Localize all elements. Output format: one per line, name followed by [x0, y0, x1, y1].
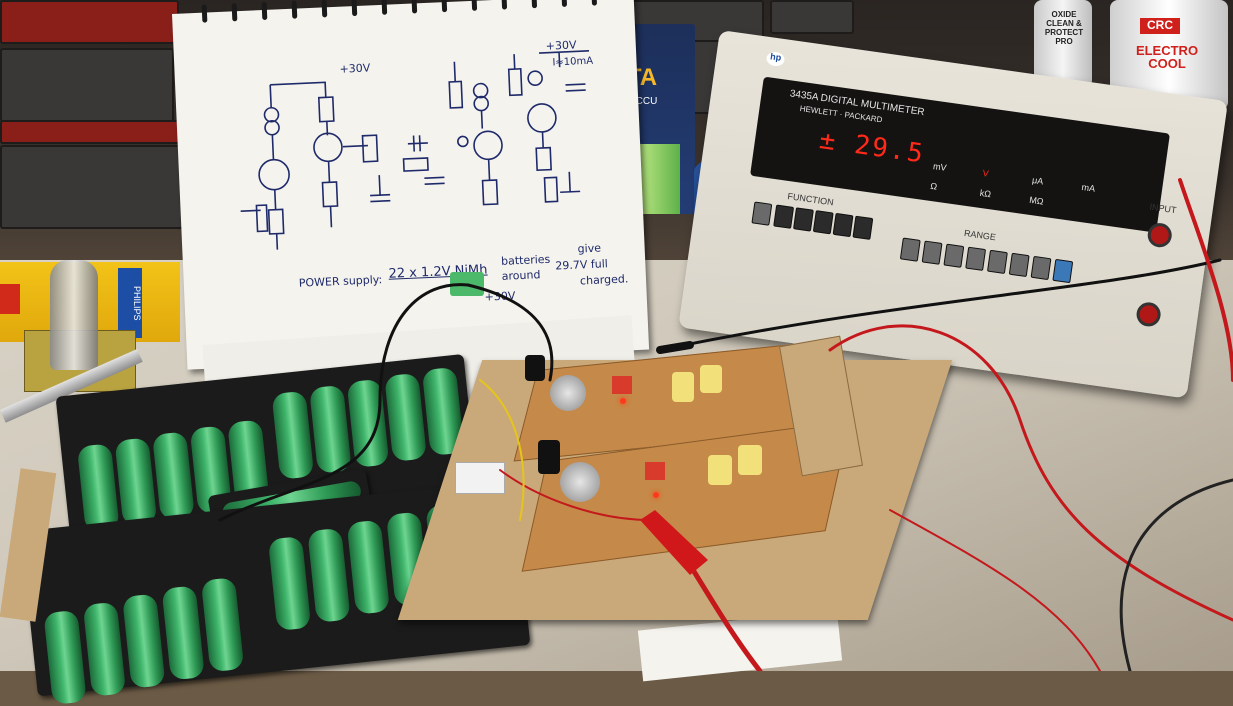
- led-indicator: [620, 398, 626, 404]
- box-red-stripe: [0, 284, 20, 314]
- wiring: [218, 178, 1233, 671]
- electrolytic-capacitor: [700, 365, 722, 393]
- drawer: [0, 120, 184, 144]
- drawer: [0, 145, 184, 229]
- philips-logo: PHILIPS: [118, 268, 142, 338]
- film-capacitor: [612, 376, 632, 394]
- to3-transistor: [550, 375, 586, 411]
- crc-label: ELECTRO COOL: [1135, 43, 1199, 71]
- led-indicator: [653, 492, 659, 498]
- can-label: OXIDE CLEAN & PROTECT PRO: [1044, 10, 1084, 46]
- circuit-schematic: [240, 50, 590, 250]
- film-capacitor: [645, 462, 665, 480]
- terminal-block: [455, 462, 505, 494]
- to3-transistor: [560, 462, 600, 502]
- crc-logo: CRC: [1140, 18, 1180, 34]
- electrolytic-capacitor: [525, 355, 545, 381]
- electrolytic-capacitor: [738, 445, 762, 475]
- electrolytic-capacitor: [538, 440, 560, 474]
- spray-can-oxide-clean: OXIDE CLEAN & PROTECT PRO: [1034, 0, 1092, 88]
- drawer: [0, 0, 179, 44]
- vacuum-tube: [50, 260, 98, 370]
- schematic-notebook: +30V +30V I≈10mA POWER supply: 22 x 1.2V…: [172, 0, 650, 370]
- drawer: [770, 0, 854, 34]
- electrolytic-capacitor: [672, 372, 694, 402]
- electrolytic-capacitor: [708, 455, 732, 485]
